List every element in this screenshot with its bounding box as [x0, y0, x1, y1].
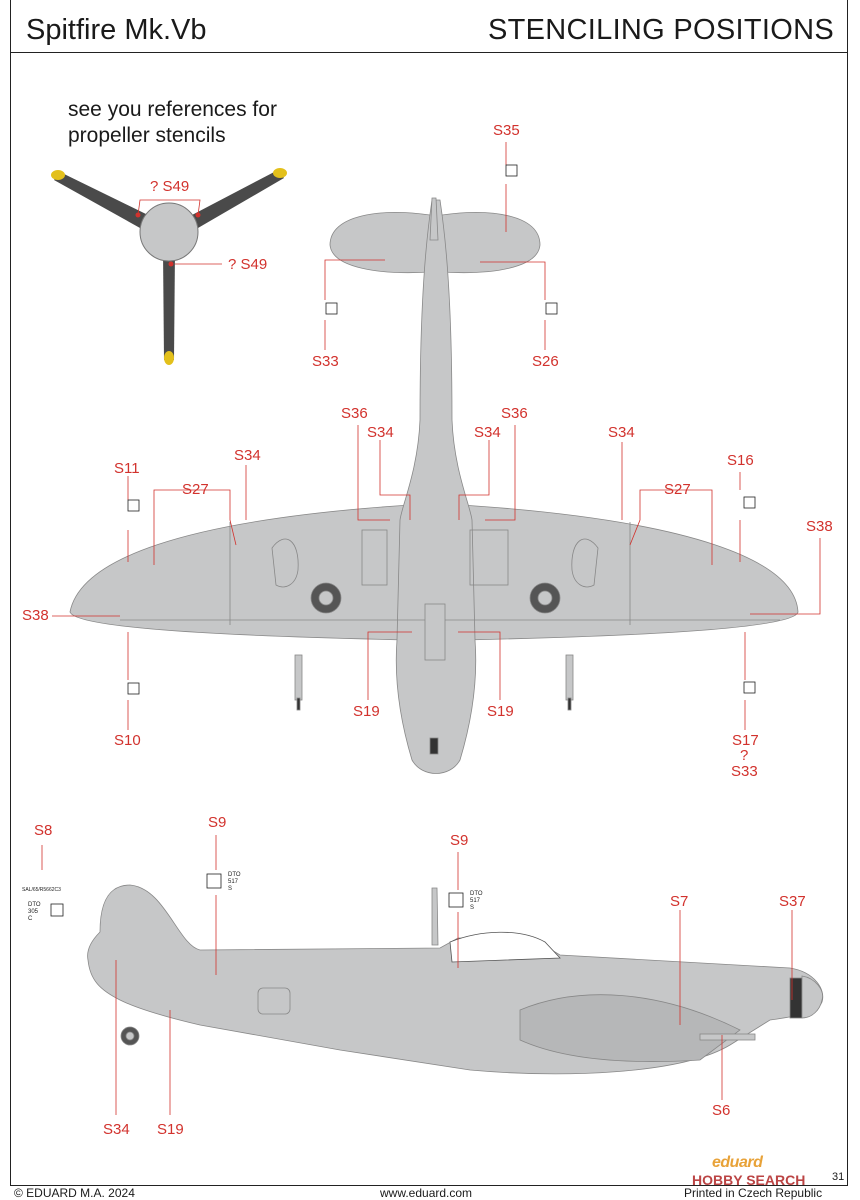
callout-s35: S35 — [493, 122, 520, 139]
tailplane-left — [329, 212, 431, 274]
callout-s37: S37 — [779, 893, 806, 910]
spinner-side — [801, 975, 823, 1019]
propeller-callout-hub: ? S49 — [228, 256, 268, 273]
header-rule — [10, 52, 848, 53]
aircraft-title: Spitfire Mk.Vb — [26, 14, 207, 46]
propeller-spinner — [139, 202, 199, 262]
aerial-mast — [431, 887, 439, 946]
fuel-stencil-line3: S — [228, 886, 233, 892]
fuel-stencil-cockpit-line1: DTO — [470, 891, 483, 897]
callout-s27-left: S27 — [182, 481, 209, 498]
top-view-leaders — [52, 142, 821, 730]
side-view — [87, 884, 824, 1075]
fin-stencil-line1: DTO — [28, 902, 41, 908]
callout-s11: S11 — [114, 460, 140, 477]
callout-s26: S26 — [532, 353, 559, 370]
callout-s33-wing: S33 — [731, 763, 758, 780]
fin-stencil-line3: C — [28, 916, 33, 922]
top-view — [69, 197, 799, 774]
callout-s36-left: S36 — [341, 405, 368, 422]
propeller-blade-bottom — [163, 250, 175, 360]
callout-s34-inner-left: S34 — [367, 424, 394, 441]
footer-printed: Printed in Czech Republic — [684, 1186, 823, 1200]
fuel-stencil-cockpit: DTO 517 S — [470, 891, 483, 912]
callout-s9-rear: S9 — [208, 814, 227, 831]
eduard-logo: eduard — [712, 1154, 763, 1171]
callout-question: ? — [740, 747, 749, 764]
callout-s34-side: S34 — [103, 1121, 130, 1138]
fuel-stencil-line1: DTO — [228, 872, 241, 878]
side-view-stencils — [50, 873, 464, 917]
section-title: STENCILING POSITIONS — [488, 14, 834, 46]
top-view-stencils — [127, 164, 756, 695]
callout-s19-left: S19 — [353, 703, 380, 720]
callout-s7: S7 — [670, 893, 689, 910]
propeller-callout-top: ? S49 — [150, 178, 190, 195]
page-number: 31 — [832, 1171, 845, 1183]
fin-stencil: DTO 305 C — [28, 902, 41, 923]
propeller-tip-left — [51, 170, 65, 180]
callout-s10: S10 — [114, 732, 141, 749]
fin-stencil-line2: 305 — [28, 909, 39, 915]
callout-s8: S8 — [34, 822, 53, 839]
fuel-stencil-rear: DTO 517 S — [228, 872, 241, 893]
callout-s38-right: S38 — [806, 518, 833, 535]
callout-s17: S17 — [732, 732, 759, 749]
callout-s19-right: S19 — [487, 703, 514, 720]
callout-s27-right: S27 — [664, 481, 691, 498]
canopy — [449, 931, 561, 963]
callout-s34-inner-right: S34 — [474, 424, 501, 441]
fuel-stencil-cockpit-line3: S — [470, 905, 475, 911]
propeller-tip-right — [273, 168, 287, 178]
hobby-search-watermark: HOBBY SEARCH — [692, 1172, 806, 1188]
propeller-blade-left — [54, 172, 148, 228]
fuel-stencil-line2: 517 — [228, 879, 239, 885]
fuselage-top — [395, 199, 477, 774]
callout-s38-left: S38 — [22, 607, 49, 624]
callout-s33-tail: S33 — [312, 353, 339, 370]
propeller-illustration — [51, 168, 287, 365]
callout-s34-outer-left: S34 — [234, 447, 261, 464]
fin-stencil-code: SAL/65/R5662C3 — [22, 887, 61, 893]
callout-s16: S16 — [727, 452, 754, 469]
side-view-leaders — [41, 835, 793, 1115]
callout-s9-cockpit: S9 — [450, 832, 469, 849]
footer-copyright: © EDUARD M.A. 2024 — [14, 1186, 135, 1200]
propeller-blade-right — [192, 170, 284, 228]
page-frame — [10, 0, 848, 1186]
fuel-stencil-cockpit-line2: 517 — [470, 898, 481, 904]
tailplane-right — [441, 212, 541, 274]
callout-s34-outer-right: S34 — [608, 424, 635, 441]
callout-s6: S6 — [712, 1102, 731, 1119]
propeller-tip-bottom — [164, 351, 174, 365]
propeller-note: see you references for propeller stencil… — [68, 98, 277, 147]
footer-website: www.eduard.com — [380, 1186, 473, 1200]
callout-s36-right: S36 — [501, 405, 528, 422]
callout-s19-side: S19 — [157, 1121, 184, 1138]
